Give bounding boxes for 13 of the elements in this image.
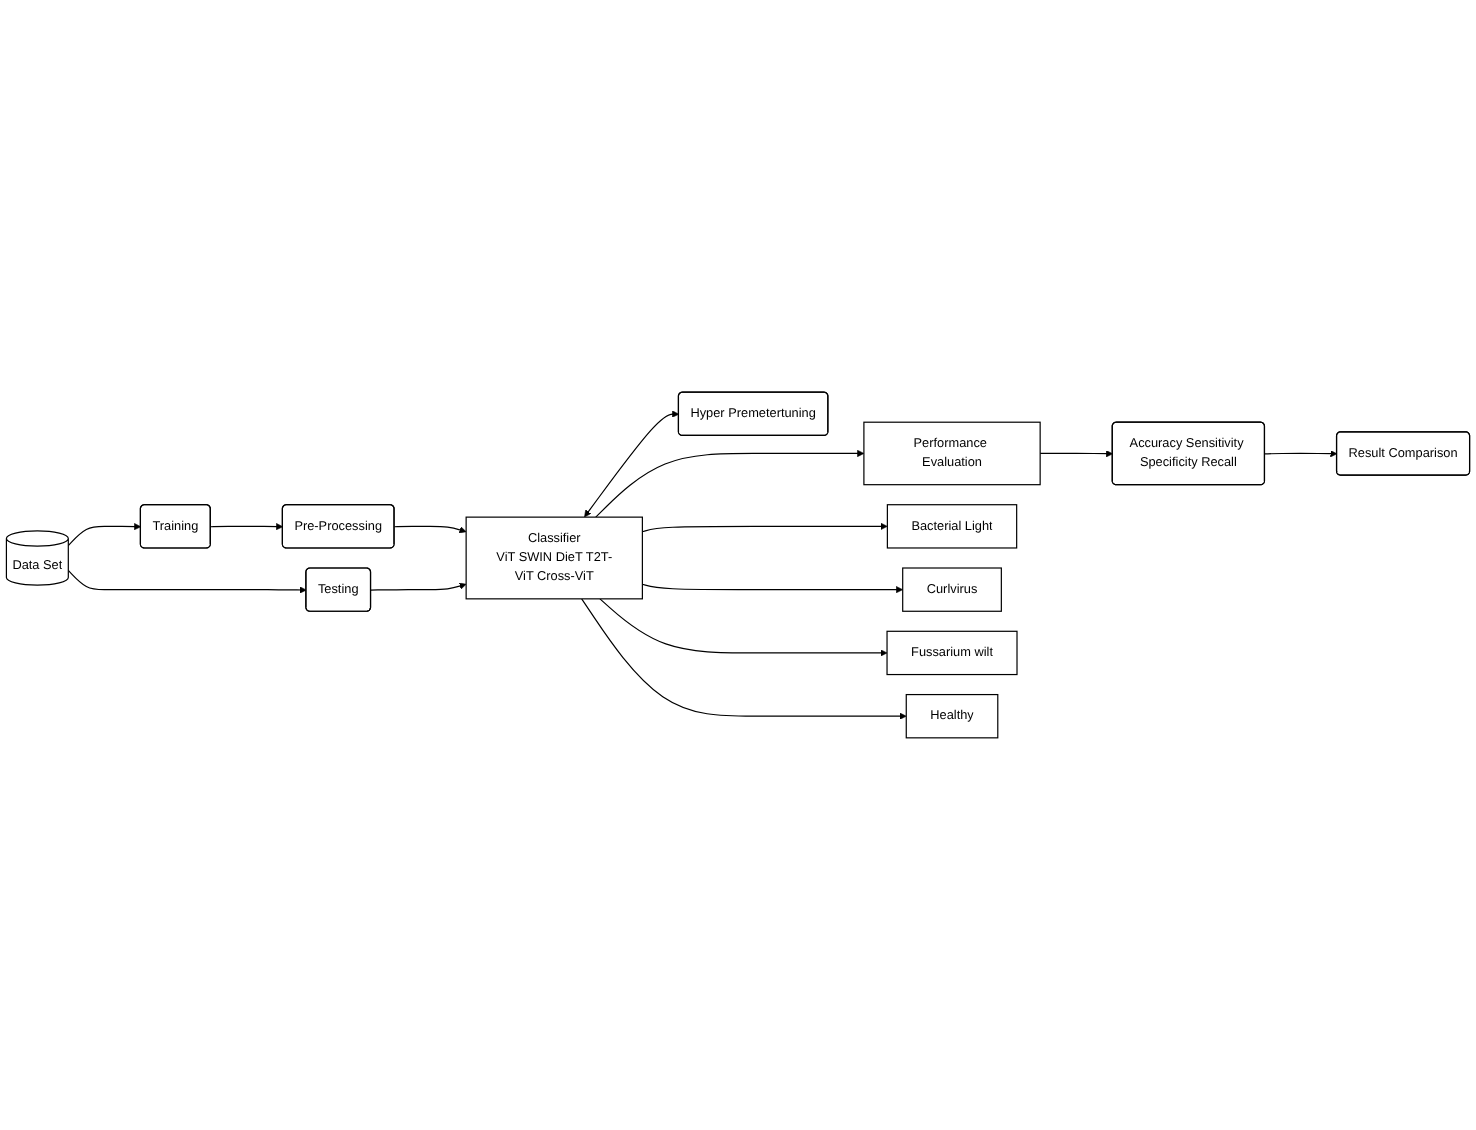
arrow	[641, 522, 888, 533]
arrow	[393, 525, 467, 534]
arrow	[67, 569, 307, 594]
arrow	[581, 598, 907, 720]
arrow	[584, 410, 680, 518]
arrow	[599, 598, 888, 657]
arrow	[1264, 450, 1338, 458]
arrow	[595, 449, 865, 518]
arrow	[67, 523, 142, 547]
arrow	[210, 523, 284, 531]
arrow	[641, 583, 903, 594]
arrow	[370, 582, 467, 591]
arrow	[1039, 450, 1113, 458]
